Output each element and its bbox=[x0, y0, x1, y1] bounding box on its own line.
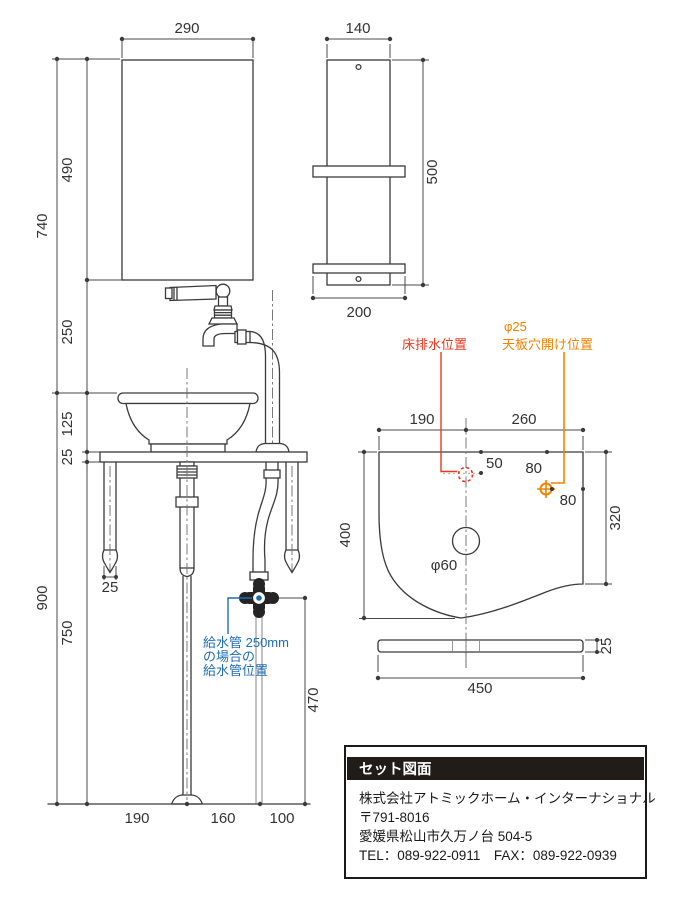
hole-hidden-lines bbox=[452, 641, 480, 651]
drain-assembly bbox=[171, 368, 203, 805]
floor-drain-marker bbox=[457, 466, 474, 483]
dim-valve-height: 470 bbox=[305, 687, 322, 712]
info-box-title: セット図面 bbox=[359, 761, 432, 778]
front-view: 290 740 490 250 125 25 900 750 25 190 16… bbox=[34, 20, 322, 827]
counter-shelf bbox=[99, 451, 308, 463]
dim-lower-total-height: 900 bbox=[34, 585, 51, 610]
supply-note-line3: 給水管位置 bbox=[203, 663, 268, 678]
dim-side-height: 500 bbox=[424, 159, 441, 184]
dim-plan-260: 260 bbox=[511, 411, 536, 428]
hole-position-label: 天板穴開け位置 bbox=[502, 337, 593, 352]
dim-hole-offset-right: 80 bbox=[560, 492, 577, 509]
basin bbox=[117, 392, 259, 453]
wall-cabinet bbox=[121, 59, 254, 281]
leg-finial bbox=[283, 549, 301, 574]
address: 愛媛県松山市久万ノ台 504-5 bbox=[359, 828, 532, 844]
handle-ball-joint bbox=[215, 283, 231, 299]
dim-counter-width-plan: 450 bbox=[467, 680, 492, 697]
supply-line bbox=[239, 461, 281, 804]
supply-riser-outer-edge bbox=[249, 341, 281, 445]
label-drain-hole-dia: φ60 bbox=[431, 557, 457, 574]
dim-leg-length: 750 bbox=[59, 620, 76, 645]
plan-dimension-dots bbox=[361, 427, 609, 681]
lower-shelf-bar bbox=[312, 263, 406, 274]
supply-riser-inner-edge bbox=[249, 330, 267, 445]
screw-hole-bottom bbox=[355, 275, 362, 283]
faucet bbox=[164, 283, 290, 453]
dim-cabinet-height: 490 bbox=[59, 157, 76, 182]
supply-flare-nut bbox=[263, 469, 281, 479]
dim-basin-height: 125 bbox=[59, 411, 76, 436]
dim-plan-190: 190 bbox=[409, 411, 434, 428]
plan-view: 190 260 50 80 80 400 320 φ60 25 450 bbox=[337, 411, 624, 697]
floor-drain-label: 床排水位置 bbox=[402, 337, 467, 352]
dim-cabinet-width: 290 bbox=[174, 20, 199, 37]
dim-plan-depth-left: 400 bbox=[337, 522, 354, 547]
dim-side-depth-top: 140 bbox=[345, 20, 370, 37]
counter-edge-view bbox=[377, 639, 584, 653]
tel-fax: TEL：089-922-0911 FAX：089-922-0939 bbox=[359, 848, 617, 863]
front-dimension-dots bbox=[54, 36, 308, 807]
faucet-stem bbox=[217, 296, 229, 307]
upper-shelf-bar bbox=[312, 165, 406, 178]
left-leg bbox=[101, 461, 119, 574]
supply-note-line1: 給水管 250mm bbox=[203, 635, 289, 650]
faucet-flare bbox=[207, 317, 239, 325]
dim-side-depth-bottom: 200 bbox=[346, 304, 371, 321]
dim-drain-offset: 50 bbox=[486, 455, 503, 472]
basin-bowl bbox=[125, 402, 251, 445]
supply-note-line2: の場合の bbox=[203, 649, 255, 664]
connector-flange bbox=[236, 329, 247, 345]
right-leg bbox=[283, 461, 301, 574]
handle-end-cap bbox=[164, 287, 173, 300]
countertop-plan-outline bbox=[378, 451, 584, 619]
info-box-header-bar bbox=[347, 757, 644, 780]
basin-rim bbox=[117, 392, 259, 405]
dim-floor-160: 160 bbox=[210, 810, 235, 827]
dim-floor-100: 100 bbox=[269, 810, 294, 827]
hole-dia-label: φ25 bbox=[504, 319, 527, 334]
side-dimension-dots bbox=[310, 36, 426, 301]
dim-faucet-zone-height: 250 bbox=[59, 319, 76, 344]
cross-handle-valve bbox=[239, 578, 279, 618]
basin-foot bbox=[150, 443, 226, 453]
faucet-spout bbox=[202, 323, 238, 347]
dim-floor-190: 190 bbox=[124, 810, 149, 827]
dim-leg-width: 25 bbox=[102, 579, 119, 596]
side-view: 140 500 200 bbox=[310, 20, 441, 321]
screw-hole-top bbox=[355, 63, 362, 71]
info-box: セット図面 株式会社アトミックホーム・インターナショナル 〒791-8016 愛… bbox=[344, 745, 656, 879]
escutcheon bbox=[255, 442, 290, 453]
postal-code: 〒791-8016 bbox=[359, 810, 430, 825]
hole-position-leader bbox=[551, 352, 565, 484]
dim-counter-thickness-plan: 25 bbox=[598, 638, 615, 655]
leg-finial bbox=[101, 549, 119, 574]
dim-plan-depth-right: 320 bbox=[607, 505, 624, 530]
annotations: 床排水位置 φ25 天板穴開け位置 給水管 250mm の場合の 給水管位置 bbox=[203, 319, 593, 678]
supply-note-leader bbox=[227, 597, 252, 634]
valve-center-marker bbox=[256, 595, 262, 601]
faucet-collar bbox=[213, 309, 233, 319]
dim-hole-offset-top: 80 bbox=[525, 460, 542, 477]
company-name: 株式会社アトミックホーム・インターナショナル bbox=[359, 791, 656, 806]
dim-counter-thickness: 25 bbox=[59, 449, 76, 466]
dim-upper-total-height: 740 bbox=[34, 213, 51, 238]
supply-pipe-lower-gray bbox=[255, 614, 263, 804]
floor-drain-leader bbox=[440, 352, 457, 473]
